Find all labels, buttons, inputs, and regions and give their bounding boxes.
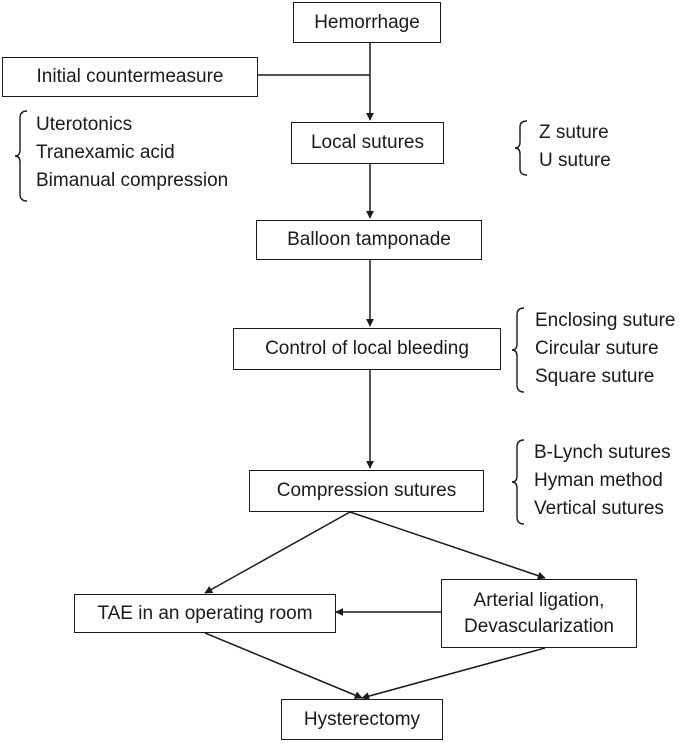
note-tranexamic-acid: Tranexamic acid <box>36 142 175 163</box>
link-tae-to-hysterectomy <box>204 632 363 699</box>
note-vertical-sutures: Vertical sutures <box>534 498 664 519</box>
node-local-sutures: Local sutures <box>291 122 444 164</box>
note-b-lynch-sutures: B-Lynch sutures <box>534 442 671 463</box>
bracket-initial-options <box>14 110 28 202</box>
note-z-suture: Z suture <box>539 122 609 143</box>
node-arterial-ligation: Arterial ligation, Devascularization <box>441 579 637 648</box>
link-compression-to-tae <box>204 511 351 594</box>
note-local-suture-types: Z suture U suture <box>539 119 611 175</box>
note-enclosing-suture: Enclosing suture <box>535 310 676 331</box>
bracket-compression-suture-types <box>511 439 525 525</box>
arterial-ligation-line-2: Devascularization <box>464 615 614 637</box>
node-compression-sutures: Compression sutures <box>249 470 484 512</box>
note-uterotonics: Uterotonics <box>36 114 133 135</box>
node-tae-operating-room: TAE in an operating room <box>74 594 336 633</box>
note-square-suture: Square suture <box>535 366 655 387</box>
note-hyman-method: Hyman method <box>534 470 663 491</box>
bracket-local-bleeding-sutures <box>511 307 525 393</box>
note-compression-suture-types: B-Lynch sutures Hyman method Vertical su… <box>534 439 671 523</box>
note-initial-options: Uterotonics Tranexamic acid Bimanual com… <box>36 111 228 195</box>
node-hysterectomy: Hysterectomy <box>281 699 443 740</box>
link-arterial-ligation-to-hysterectomy <box>361 647 546 700</box>
note-bimanual-compression: Bimanual compression <box>36 170 229 191</box>
node-balloon-tamponade: Balloon tamponade <box>256 220 482 260</box>
node-initial-countermeasure: Initial countermeasure <box>2 57 258 97</box>
arterial-ligation-line-1: Arterial ligation, <box>473 589 605 611</box>
node-control-local-bleeding: Control of local bleeding <box>233 328 501 370</box>
node-hemorrhage: Hemorrhage <box>293 2 441 43</box>
note-circular-suture: Circular suture <box>535 338 659 359</box>
link-compression-to-arterial-ligation <box>349 511 546 580</box>
note-local-bleeding-sutures: Enclosing suture Circular suture Square … <box>535 307 675 391</box>
bracket-local-suture-types <box>514 120 528 176</box>
note-u-suture: U suture <box>539 150 611 171</box>
